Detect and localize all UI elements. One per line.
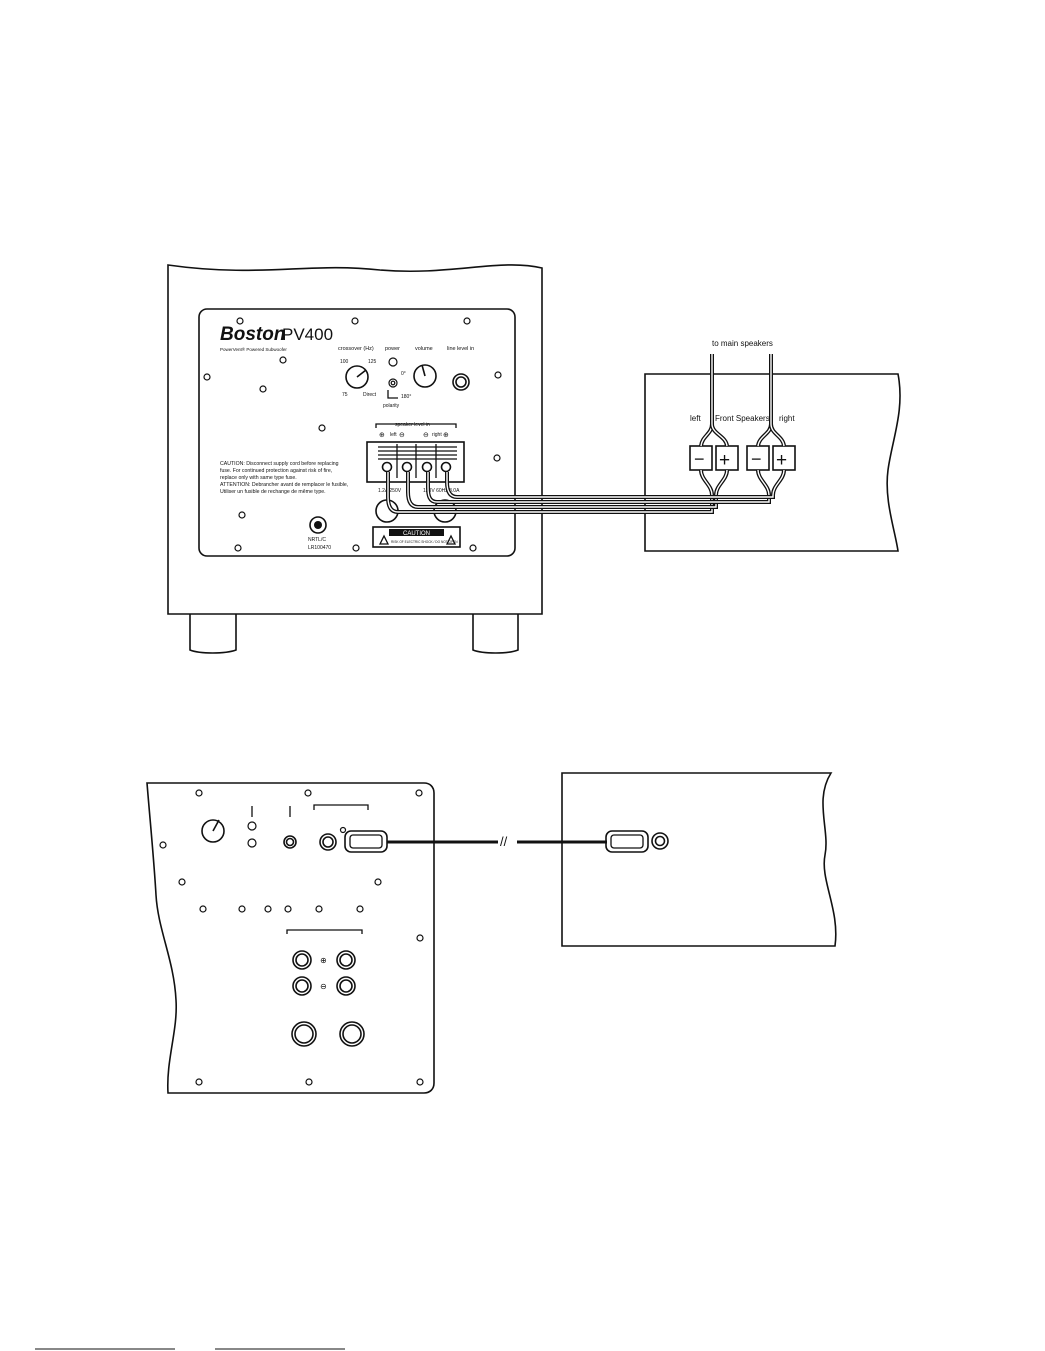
svg-text:−: − <box>694 449 705 469</box>
receiver-terminal-right-plus[interactable]: + <box>772 445 796 471</box>
svg-text:+: + <box>719 450 730 471</box>
line-level-jack[interactable] <box>452 373 470 391</box>
caution-box-title: CAUTION <box>403 531 430 537</box>
cert-line-1: NRTL/C <box>308 537 326 543</box>
receiver-terminal-left-minus[interactable]: − <box>689 445 713 471</box>
panel-screws <box>203 317 502 552</box>
figure-line-level-connection: // ⊕ ⊖ <box>146 772 837 1094</box>
crossover-125: 125 <box>368 359 377 365</box>
caution-label-box <box>372 526 461 548</box>
crossover-100: 100 <box>340 359 349 365</box>
detail-polarity-switch[interactable] <box>247 838 257 848</box>
detail-panel-screws <box>159 789 424 1086</box>
certification-seal-icon <box>309 516 327 534</box>
rear-panel-detail <box>146 782 435 1094</box>
rear-panel <box>198 308 516 557</box>
receiver-panel-detail <box>561 772 837 947</box>
detail-line-level-jack[interactable] <box>319 833 337 851</box>
volume-knob[interactable] <box>413 364 437 388</box>
wires-to-main-speakers <box>699 354 786 447</box>
terminal-right-minus-icon: ⊖ <box>423 432 429 439</box>
terminal-left-label: left <box>390 432 397 438</box>
caution-box-subtitle: RISK OF ELECTRIC SHOCK / DO NOT OPEN <box>391 540 458 544</box>
svg-text:+: + <box>776 450 787 471</box>
figure-speaker-level-connection: Boston PV400 PowerVent® Powered Subwoofe… <box>167 264 901 654</box>
front-right-label: right <box>779 414 795 423</box>
detail-crossover-knob[interactable] <box>201 819 225 843</box>
detail-power-led <box>247 821 257 831</box>
detail-fuse-holder <box>291 1021 317 1047</box>
power-led <box>388 357 398 367</box>
speaker-level-label: speaker level in <box>395 422 430 428</box>
subtitle-label: PowerVent® Powered Subwoofer <box>220 346 287 352</box>
speaker-terminal-block <box>366 441 465 483</box>
crossover-label: crossover (Hz) <box>338 346 374 352</box>
detail-binding-posts[interactable] <box>292 950 356 996</box>
phase-180-label: 180° <box>401 394 411 400</box>
detail-volume-knob[interactable] <box>283 835 297 849</box>
front-left-label: left <box>690 414 701 423</box>
svg-text:replace only with same type fu: replace only with same type fuse. <box>220 475 297 481</box>
front-speakers-label: Front Speakers <box>715 414 770 423</box>
brand-logo: Boston <box>220 324 285 345</box>
polarity-label: polarity <box>383 403 400 409</box>
terminal-left-minus-icon: ⊖ <box>399 432 405 439</box>
cable-break-mark: // <box>500 834 508 849</box>
power-label: power <box>385 346 400 352</box>
crossover-75: 75 <box>342 392 348 398</box>
speaker-terminal-screws[interactable] <box>381 461 452 473</box>
detail-power-inlet <box>339 1021 365 1047</box>
detail-minus-icon: ⊖ <box>320 982 327 991</box>
volume-label: volume <box>415 346 433 352</box>
svg-text:ATTENTION: Debrancher avant de: ATTENTION: Debrancher avant de remplacer… <box>220 482 348 488</box>
subwoofer-foot-left <box>189 614 237 654</box>
receiver-sub-out-jack[interactable] <box>651 832 669 850</box>
polarity-switch[interactable] <box>388 378 398 388</box>
power-rating-label: 120V 60Hz 3.0A <box>423 488 460 494</box>
svg-text:fuse. For continued protection: fuse. For continued protection against r… <box>220 468 332 474</box>
cert-line-2: LR100470 <box>308 545 331 551</box>
subwoofer-cabinet <box>167 264 543 615</box>
receiver-panel <box>644 373 901 552</box>
svg-text:Utiliser un fusible de rechang: Utiliser un fusible de rechange de même … <box>220 489 326 495</box>
line-level-label: line level in <box>447 346 474 352</box>
caution-text-en: CAUTION: Disconnect supply cord before r… <box>220 461 339 481</box>
receiver-terminal-right-minus[interactable]: − <box>746 445 770 471</box>
rca-plug-subwoofer <box>344 830 388 853</box>
svg-text:CAUTION: Disconnect supply co: CAUTION: Disconnect supply cord before r… <box>220 461 339 467</box>
terminal-left-plus-icon: ⊕ <box>379 432 385 439</box>
speaker-wires-to-subwoofer <box>386 469 786 514</box>
crossover-knob[interactable] <box>345 365 369 389</box>
to-main-speakers-label: to main speakers <box>712 339 773 348</box>
phase-0-label: 0° <box>401 371 406 377</box>
subwoofer-foot-right <box>472 614 519 654</box>
terminal-right-label: right <box>432 432 442 438</box>
receiver-terminal-left-plus[interactable]: + <box>715 445 739 471</box>
caution-text-fr: ATTENTION: Debrancher avant de remplacer… <box>220 482 348 495</box>
svg-text:−: − <box>751 449 762 469</box>
detail-plus-icon: ⊕ <box>320 956 327 965</box>
model-label: PV400 <box>282 325 333 344</box>
terminal-right-plus-icon: ⊕ <box>443 432 449 439</box>
crossover-direct: Direct <box>363 392 377 398</box>
rca-plug-receiver <box>605 830 649 853</box>
